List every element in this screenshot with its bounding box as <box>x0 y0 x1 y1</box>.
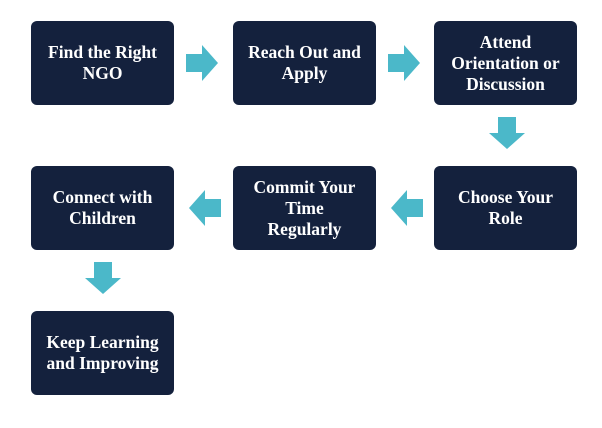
left-arrow-icon <box>391 190 423 226</box>
step-label: Connect with Children <box>52 187 153 228</box>
step-label: Find the Right NGO <box>48 42 157 83</box>
step-label: Keep Learning and Improving <box>46 332 159 373</box>
right-arrow-icon <box>186 45 218 81</box>
left-arrow-icon <box>189 190 221 226</box>
step-commit-time: Commit Your Time Regularly <box>233 166 376 250</box>
step-label: Choose Your Role <box>457 187 554 228</box>
step-reach-out-apply: Reach Out and Apply <box>233 21 376 105</box>
right-arrow-icon <box>388 45 420 81</box>
step-label: Reach Out and Apply <box>248 42 361 83</box>
step-connect-children: Connect with Children <box>31 166 174 250</box>
step-choose-role: Choose Your Role <box>434 166 577 250</box>
step-label: Commit Your Time Regularly <box>253 176 356 239</box>
step-attend-orientation: Attend Orientation or Discussion <box>434 21 577 105</box>
down-arrow-icon <box>85 262 121 294</box>
step-keep-learning: Keep Learning and Improving <box>31 311 174 395</box>
step-find-right-ngo: Find the Right NGO <box>31 21 174 105</box>
down-arrow-icon <box>489 117 525 149</box>
step-label: Attend Orientation or Discussion <box>451 31 560 94</box>
